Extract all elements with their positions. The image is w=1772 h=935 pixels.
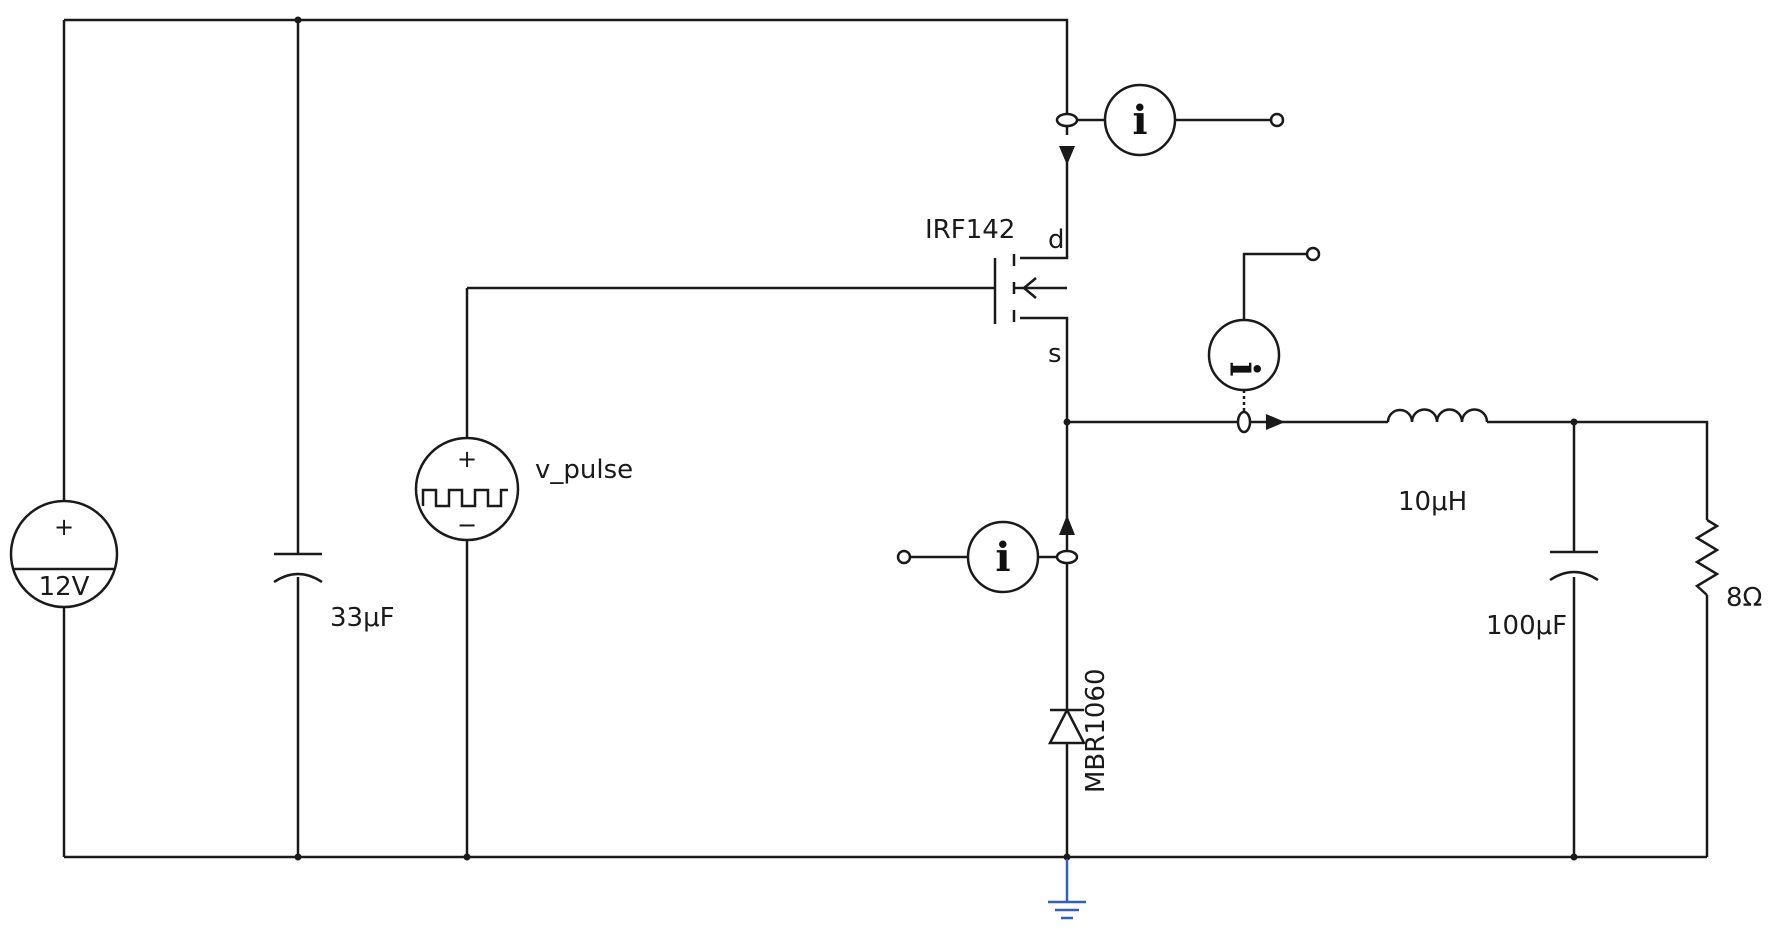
pulse-source-label: v_pulse — [535, 455, 633, 485]
pulse-source-plus-sign: + — [457, 445, 477, 473]
junction-dot — [294, 853, 302, 861]
pulse-voltage-source: + − v_pulse — [414, 436, 633, 542]
dc-source-label: 12V — [39, 572, 90, 602]
junction-dot — [1063, 853, 1071, 861]
junction-dots — [294, 16, 1578, 861]
drain-current-arrow — [1059, 146, 1075, 165]
output-capacitor-label: 100μF — [1486, 611, 1567, 641]
mosfet-source-pin: s — [1048, 339, 1062, 369]
diode-mbr1060: MBR1060 — [1047, 668, 1111, 793]
mosfet-irf142: IRF142 d s — [925, 215, 1067, 369]
drain-current-probe: i — [1055, 83, 1285, 165]
pulse-source-minus-sign: − — [457, 511, 477, 539]
inductor-probe-symbol: i — [1221, 361, 1268, 376]
wires — [62, 18, 1709, 859]
dc-voltage-source: + 12V — [9, 499, 119, 609]
diode-current-probe: i — [896, 515, 1079, 594]
inductor-current-arrow — [1266, 414, 1285, 430]
mosfet-drain-pin: d — [1048, 225, 1065, 255]
diode-current-arrow — [1059, 515, 1075, 535]
ground-symbol — [1048, 859, 1086, 920]
junction-dot — [1570, 853, 1578, 861]
inductor-10uh: 10μH — [1386, 408, 1489, 517]
diode-probe-symbol: i — [995, 534, 1010, 581]
junction-dot — [1063, 418, 1071, 426]
junction-dot — [1570, 418, 1578, 426]
drain-probe-symbol: i — [1132, 97, 1147, 144]
mosfet-label: IRF142 — [925, 215, 1015, 245]
input-capacitor: 33μF — [273, 552, 395, 633]
load-resistor-label: 8Ω — [1726, 583, 1762, 613]
inductor-current-probe: i — [1207, 246, 1321, 434]
inductor-label: 10μH — [1398, 487, 1467, 517]
output-capacitor: 100μF — [1486, 550, 1599, 641]
junction-dot — [463, 853, 471, 861]
load-resistor: 8Ω — [1694, 518, 1762, 613]
diode-label: MBR1060 — [1081, 668, 1111, 793]
input-capacitor-label: 33μF — [330, 603, 395, 633]
junction-dot — [294, 16, 302, 24]
dc-source-plus-sign: + — [54, 513, 74, 541]
